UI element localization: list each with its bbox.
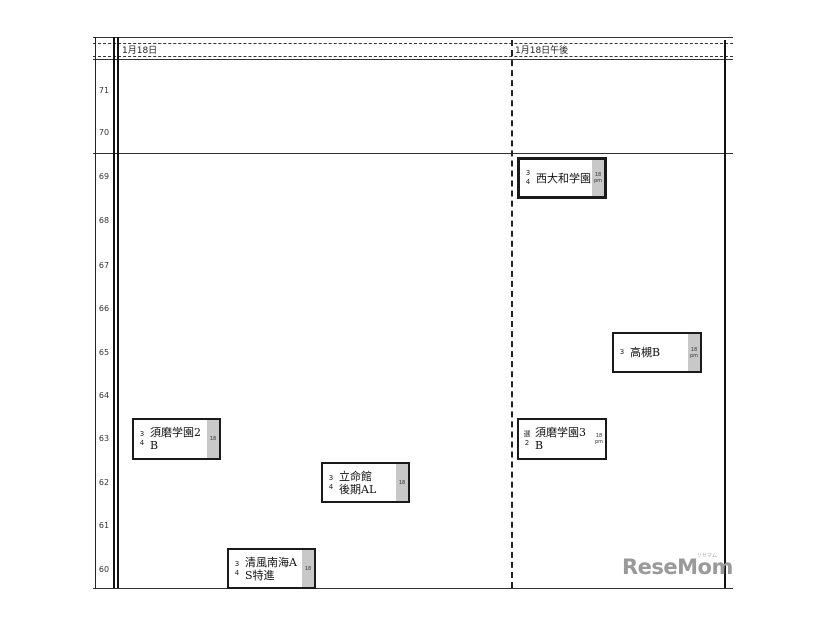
left-axis-line-b — [117, 37, 119, 588]
y-label-66: 66 — [98, 304, 110, 313]
top-border-line — [93, 37, 733, 38]
y-label-62: 62 — [98, 478, 110, 487]
y-label-67: 67 — [98, 261, 110, 270]
school-name: 須磨学園2 — [150, 426, 201, 439]
y-label-65: 65 — [98, 348, 110, 357]
school-course: B — [150, 439, 159, 452]
y-label-64: 64 — [98, 391, 110, 400]
school-name: 須磨学園3 — [535, 426, 586, 439]
left-outer-line — [95, 37, 96, 588]
y-label-68: 68 — [98, 216, 110, 225]
school-name: 清風南海A — [245, 555, 297, 569]
y-label-63: 63 — [98, 434, 110, 443]
school-course: 後期AL — [339, 482, 377, 496]
header-bottom-dashed-line — [93, 56, 733, 57]
y-label-69: 69 — [98, 172, 110, 181]
school-name: 西大和学園 — [536, 171, 591, 185]
school-name: 立命館 — [339, 469, 372, 483]
school-course: B — [535, 439, 544, 452]
resemom-logo-sub: リセマム — [697, 553, 718, 559]
column-header-morning: 1月18日 — [122, 46, 158, 56]
school-name: 高槻B — [630, 346, 661, 359]
header-bottom-line — [93, 59, 733, 60]
column-divider-dashed — [511, 40, 513, 588]
resemom-logo: ReseMom — [622, 555, 733, 579]
y-label-60: 60 — [98, 565, 110, 574]
header-top-dashed-line — [93, 43, 733, 44]
y-label-71: 71 — [98, 86, 110, 95]
left-axis-line-a — [113, 37, 115, 588]
bottom-border-line — [93, 588, 733, 589]
school-course: S特進 — [245, 568, 275, 582]
right-border-line — [724, 40, 726, 588]
y-label-70: 70 — [98, 128, 110, 137]
separator-line-69-70 — [93, 153, 733, 154]
y-label-61: 61 — [98, 521, 110, 530]
column-header-afternoon: 1月18日午後 — [515, 46, 569, 56]
